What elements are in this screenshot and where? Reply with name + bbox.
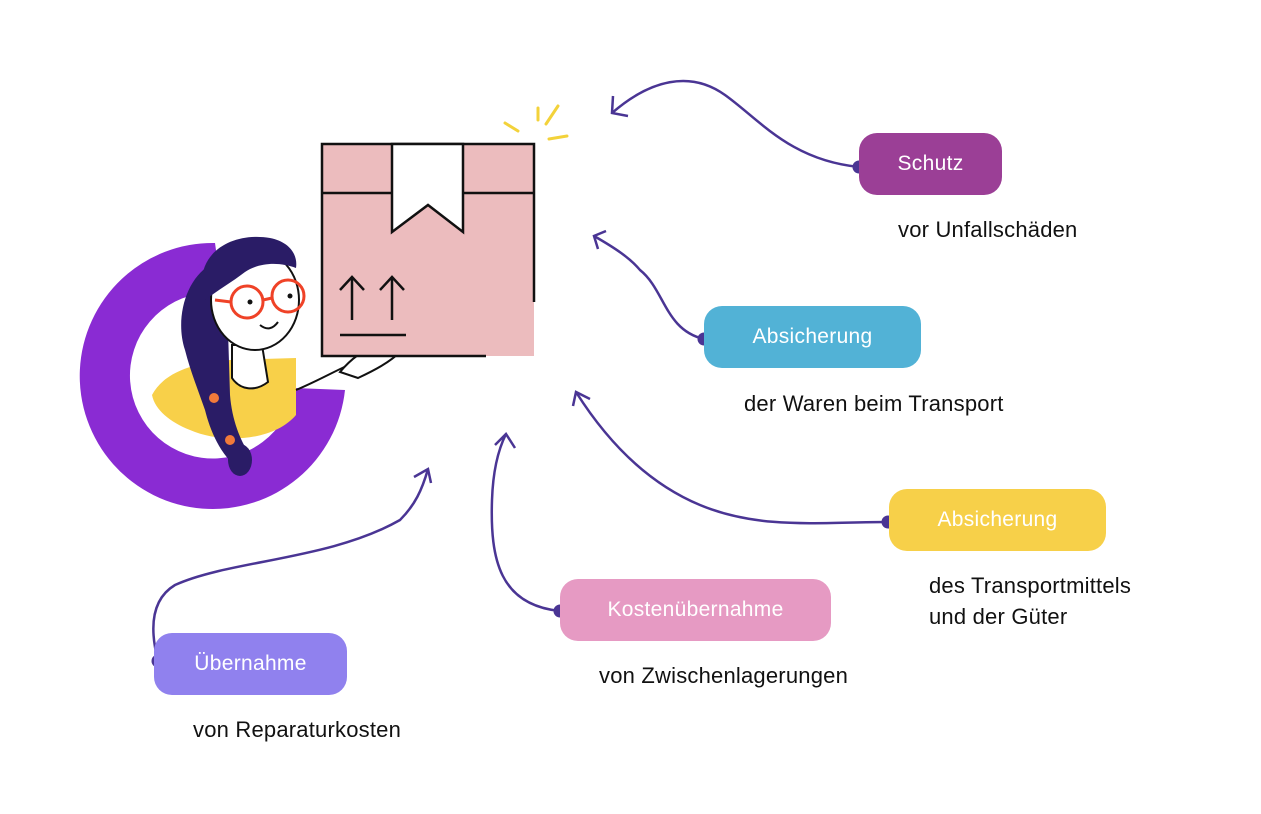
neck	[231, 344, 270, 390]
connector-arrows	[152, 79, 889, 662]
pill-schutz: Schutz	[859, 133, 1002, 195]
package-box	[320, 142, 536, 358]
desc-schutz: vor Unfallschäden	[898, 217, 1078, 242]
desc-uebernahme: von Reparaturkosten	[193, 717, 402, 742]
sparkle-icon	[503, 104, 569, 141]
desc-kostenuebernahme: von Zwischenlagerungen	[599, 663, 848, 688]
braid-tie-2	[225, 435, 235, 445]
arrow-absicherung-waren	[593, 234, 705, 341]
glasses-lens-right	[270, 278, 306, 314]
box-label-tab	[390, 142, 465, 235]
arrow-schutz	[611, 79, 860, 169]
hair-top	[201, 236, 297, 300]
smile	[259, 321, 279, 330]
arrow-uebernahme	[152, 468, 430, 662]
pill-absicherung-transportmittel: Absicherung	[889, 489, 1106, 551]
this-side-up-icon	[339, 275, 406, 337]
purple-ring	[79, 242, 346, 509]
desc-absicherung-waren: der Waren beim Transport	[744, 391, 1004, 416]
arrow-absicherung-transportmittel	[574, 391, 889, 525]
braid-tie-1	[209, 393, 219, 403]
pill-kostenuebernahme: Kostenübernahme	[560, 579, 831, 641]
pill-absicherung-waren: Absicherung	[704, 306, 921, 368]
pill-uebernahme: Übernahme	[154, 633, 347, 695]
braid-tip	[228, 444, 252, 476]
arrow-kostenuebernahme	[490, 433, 561, 613]
desc-absicherung-transportmittel: des Transportmittels und der Güter	[929, 573, 1132, 629]
hair-back	[181, 265, 250, 470]
